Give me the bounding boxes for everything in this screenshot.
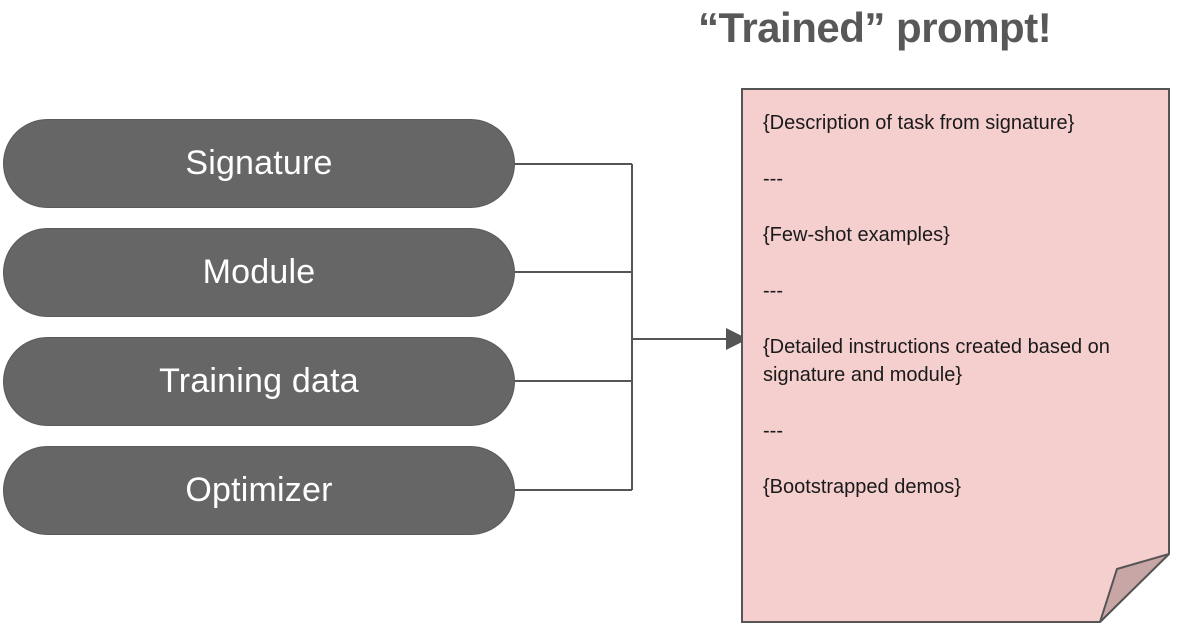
node-label: Signature: [185, 144, 333, 182]
note-block-3: ---: [763, 280, 783, 302]
note-block-4: {Detailed instructions created based on …: [763, 336, 1110, 386]
node-label: Optimizer: [185, 471, 333, 509]
note-spacer: [763, 445, 1135, 473]
note-block-5: ---: [763, 420, 783, 442]
note-content: {Description of task from signature} ---…: [763, 109, 1135, 501]
note-block-2: {Few-shot examples}: [763, 224, 950, 246]
node-optimizer[interactable]: Optimizer: [3, 446, 515, 535]
node-label: Training data: [159, 362, 359, 400]
note-spacer: [763, 193, 1135, 221]
page-title: “Trained” prompt!: [698, 4, 1052, 51]
note-shape: [741, 88, 1170, 623]
note-block-1: ---: [763, 168, 783, 190]
note-block-0: {Description of task from signature}: [763, 112, 1075, 134]
note-spacer: [763, 389, 1135, 417]
node-training-data[interactable]: Training data: [3, 337, 515, 426]
node-signature[interactable]: Signature: [3, 119, 515, 208]
note-spacer: [763, 305, 1135, 333]
note-fold-corner: [1099, 553, 1170, 623]
note-spacer: [763, 137, 1135, 165]
note-block-6: {Bootstrapped demos}: [763, 476, 961, 498]
node-module[interactable]: Module: [3, 228, 515, 317]
note-spacer: [763, 249, 1135, 277]
node-label: Module: [202, 253, 316, 291]
trained-prompt-note: {Description of task from signature} ---…: [741, 88, 1170, 623]
